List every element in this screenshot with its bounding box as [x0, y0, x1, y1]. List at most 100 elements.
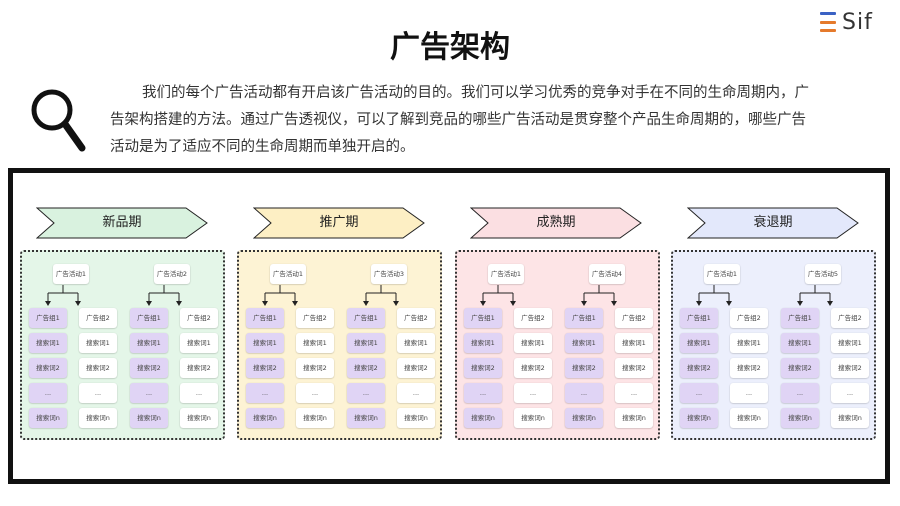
search-term-node: 搜索词2 — [514, 358, 552, 378]
tree-connector — [146, 285, 182, 306]
stage-label: 新品期 — [102, 215, 142, 230]
search-term-node: 搜索词n — [397, 408, 435, 428]
search-term-node: 搜索词1 — [296, 333, 334, 353]
logo-bar — [820, 29, 836, 32]
search-term-node: 搜索词1 — [565, 333, 603, 353]
campaign-node: 广告活动1 — [270, 264, 306, 284]
ad-group-node: 广告组2 — [831, 308, 869, 328]
search-term-node: ... — [730, 383, 768, 403]
logo-mark-icon — [820, 12, 836, 32]
sif-logo: Sif — [820, 8, 873, 36]
logo-bar — [820, 20, 836, 24]
tree-connector — [480, 285, 516, 306]
search-term-node: 搜索词2 — [29, 358, 67, 378]
stage-panel: 广告活动1 广告组1 广告组2 搜索词1 搜索词1 搜索词2 搜索词2...... 搜索词n 搜… — [671, 250, 876, 440]
ad-group-node: 广告组1 — [565, 308, 603, 328]
intro-paragraph: 我们的每个广告活动都有开启该广告活动的目的。我们可以学习优秀的竞争对手在不同的生… — [110, 85, 809, 155]
stage-chevron — [36, 207, 208, 239]
search-term-node: 搜索词2 — [180, 358, 218, 378]
search-term-node: 搜索词1 — [130, 333, 168, 353]
campaign-node: 广告活动2 — [154, 264, 190, 284]
ad-group-node: 广告组1 — [781, 308, 819, 328]
stage-panel: 广告活动1 广告组1 广告组2 搜索词1 搜索词1 搜索词2 搜索词2...... 搜索词n 搜… — [237, 250, 442, 440]
search-term-node: 搜索词n — [615, 408, 653, 428]
search-term-node: 搜索词n — [29, 408, 67, 428]
search-term-node: ... — [615, 383, 653, 403]
search-term-node: ... — [831, 383, 869, 403]
search-term-node: 搜索词1 — [781, 333, 819, 353]
ad-group-node: 广告组1 — [347, 308, 385, 328]
search-term-node: 搜索词n — [180, 408, 218, 428]
search-term-node: 搜索词2 — [79, 358, 117, 378]
search-term-node: 搜索词1 — [615, 333, 653, 353]
ad-group-node: 广告组2 — [615, 308, 653, 328]
search-term-node: 搜索词1 — [347, 333, 385, 353]
search-term-node: 搜索词n — [565, 408, 603, 428]
ad-group-node: 广告组1 — [680, 308, 718, 328]
search-term-node: ... — [464, 383, 502, 403]
search-term-node: 搜索词2 — [831, 358, 869, 378]
search-term-node: 搜索词1 — [79, 333, 117, 353]
page-title: 广告架构 — [390, 30, 510, 65]
ad-group-node: 广告组1 — [246, 308, 284, 328]
search-term-node: 搜索词1 — [246, 333, 284, 353]
search-term-node: 搜索词2 — [680, 358, 718, 378]
campaign-node: 广告活动1 — [704, 264, 740, 284]
search-term-node: 搜索词1 — [180, 333, 218, 353]
ad-group-node: 广告组2 — [730, 308, 768, 328]
tree-connector — [363, 285, 399, 306]
search-term-node: 搜索词n — [130, 408, 168, 428]
campaign-node: 广告活动5 — [805, 264, 841, 284]
campaign-node: 广告活动1 — [53, 264, 89, 284]
campaign-node: 广告活动1 — [488, 264, 524, 284]
stage-chevron — [687, 207, 859, 239]
search-term-node: ... — [180, 383, 218, 403]
search-term-node: 搜索词2 — [347, 358, 385, 378]
search-term-node: 搜索词n — [79, 408, 117, 428]
tree-connector — [581, 285, 617, 306]
search-term-node: 搜索词2 — [130, 358, 168, 378]
search-term-node: 搜索词2 — [615, 358, 653, 378]
search-term-node: ... — [347, 383, 385, 403]
search-term-node: 搜索词2 — [246, 358, 284, 378]
search-term-node: 搜索词1 — [730, 333, 768, 353]
search-term-node: ... — [296, 383, 334, 403]
magnifier-icon — [31, 89, 86, 152]
stage-chevron — [470, 207, 642, 239]
ad-group-node: 广告组1 — [464, 308, 502, 328]
logo-bar — [820, 12, 836, 15]
search-term-node: 搜索词1 — [464, 333, 502, 353]
search-term-node: 搜索词n — [246, 408, 284, 428]
search-term-node: 搜索词2 — [397, 358, 435, 378]
search-term-node: 搜索词n — [680, 408, 718, 428]
search-term-node: 搜索词n — [781, 408, 819, 428]
ad-group-node: 广告组2 — [397, 308, 435, 328]
search-term-node: 搜索词2 — [730, 358, 768, 378]
search-term-node: ... — [514, 383, 552, 403]
search-term-node: 搜索词2 — [464, 358, 502, 378]
search-term-node: 搜索词n — [730, 408, 768, 428]
search-term-node: 搜索词1 — [514, 333, 552, 353]
search-term-node: ... — [29, 383, 67, 403]
stage-panel: 广告活动1 广告组1 广告组2 搜索词1 搜索词1 搜索词2 搜索词2...... 搜索词n 搜… — [455, 250, 660, 440]
diagram-frame — [8, 168, 890, 484]
search-term-node: ... — [565, 383, 603, 403]
search-term-node: ... — [397, 383, 435, 403]
search-term-node: 搜索词2 — [565, 358, 603, 378]
search-term-node: 搜索词1 — [831, 333, 869, 353]
search-term-node: 搜索词1 — [680, 333, 718, 353]
ad-group-node: 广告组2 — [514, 308, 552, 328]
search-term-node: 搜索词n — [296, 408, 334, 428]
tree-connector — [45, 285, 81, 306]
stage-label: 成熟期 — [536, 215, 576, 230]
search-term-node: 搜索词n — [831, 408, 869, 428]
search-term-node: ... — [79, 383, 117, 403]
search-term-node: 搜索词1 — [397, 333, 435, 353]
stage-label: 推广期 — [319, 215, 359, 230]
search-term-node: 搜索词n — [464, 408, 502, 428]
search-term-node: 搜索词1 — [29, 333, 67, 353]
stage-chevron — [253, 207, 425, 239]
stage-label: 衰退期 — [753, 215, 793, 230]
search-term-node: ... — [246, 383, 284, 403]
